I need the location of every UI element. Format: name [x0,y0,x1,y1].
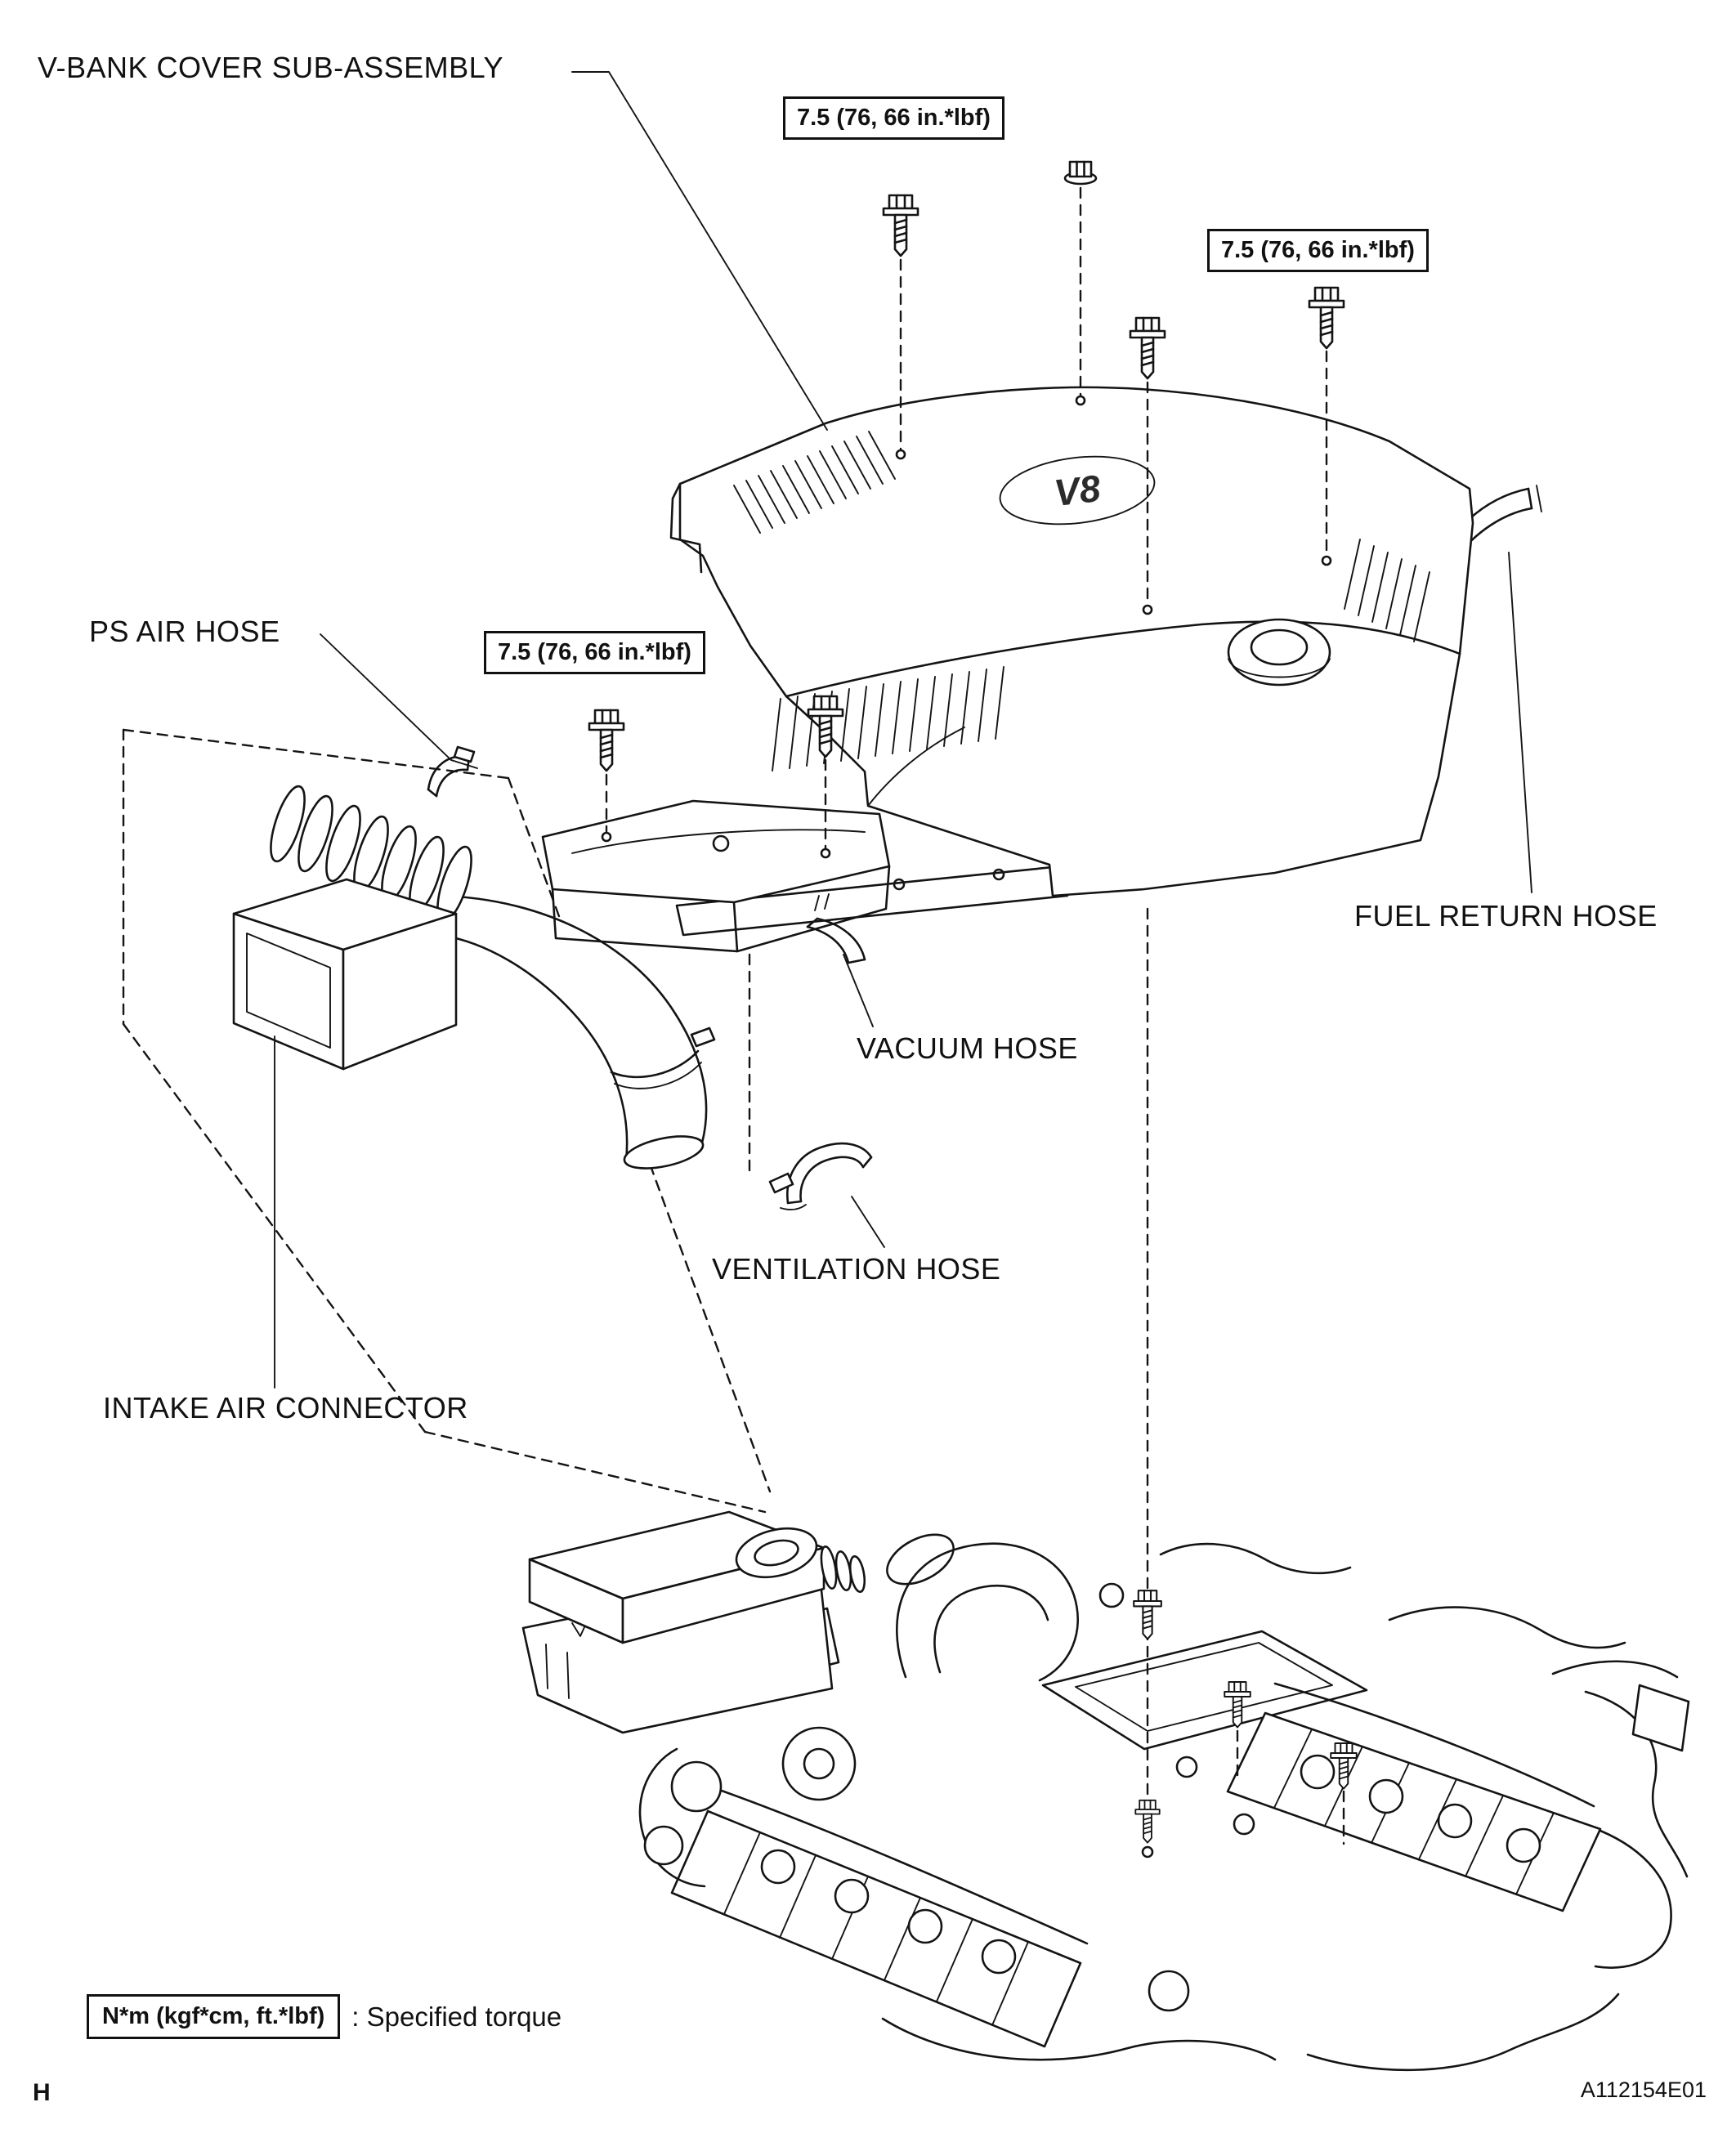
torque-spec-left: 7.5 (76, 66 in.*lbf) [484,631,705,674]
torque-unit-box: N*m (kgf*cm, ft.*lbf) [87,1994,341,2039]
mounting-bolts-drawing [588,160,1358,1858]
ventilation-hose-drawing [768,1142,873,1211]
v-bank-cover-drawing: V8 [669,386,1474,897]
figure-id: A112154E01 [1580,2078,1707,2102]
label-vacuum-hose: VACUUM HOSE [857,1031,1078,1065]
label-v-bank-cover-sub-assembly: V-BANK COVER SUB-ASSEMBLY [38,51,503,84]
label-fuel-return-hose: FUEL RETURN HOSE [1354,899,1658,933]
label-ventilation-hose: VENTILATION HOSE [712,1252,1001,1286]
label-intake-air-connector: INTAKE AIR CONNECTOR [103,1391,468,1425]
cover-badge: V8 [1052,467,1103,515]
torque-spec-right: 7.5 (76, 66 in.*lbf) [1207,229,1429,272]
torque-legend-description: : Specified torque [351,2001,562,2032]
ps-air-hose-drawing [427,745,478,798]
torque-spec-top: 7.5 (76, 66 in.*lbf) [783,96,1004,140]
resonator-bracket-drawing [541,799,1069,953]
air-cleaner-drawing [521,1510,866,1734]
intake-air-connector-drawing [232,785,716,1170]
label-ps-air-hose: PS AIR HOSE [89,615,280,648]
label-leader-lines [274,71,1532,1389]
torque-legend: N*m (kgf*cm, ft.*lbf) : Specified torque [87,1994,562,2039]
vacuum-hose-drawing [806,917,866,964]
page-marker: H [33,2079,51,2106]
